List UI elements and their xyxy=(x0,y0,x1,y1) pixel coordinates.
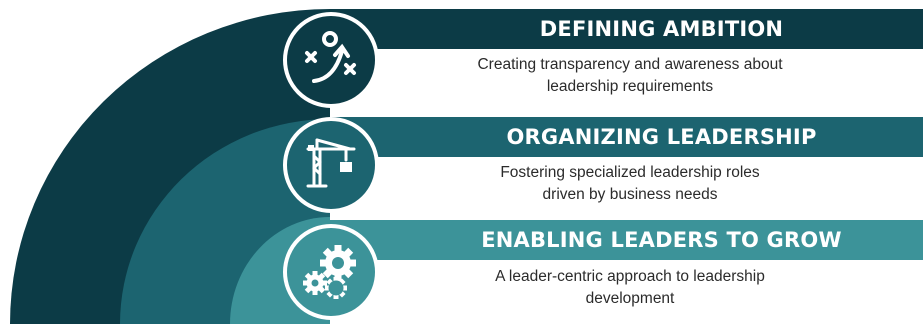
description-line: Fostering specialized leadership roles xyxy=(500,164,760,181)
circle-enabling-leaders xyxy=(283,224,379,320)
band-defining-ambition: DEFINING AMBITION xyxy=(330,9,923,49)
description-line: development xyxy=(585,290,675,307)
description-enabling-leaders: A leader-centric approach to leadership … xyxy=(400,266,860,310)
description-defining-ambition: Creating transparency and awareness abou… xyxy=(400,54,860,98)
description-line: leadership requirements xyxy=(546,78,714,95)
band-organizing-leadership: ORGANIZING LEADERSHIP xyxy=(330,117,923,157)
title-organizing-leadership: ORGANIZING LEADERSHIP xyxy=(506,125,817,149)
construction-crane-icon xyxy=(306,138,356,188)
title-defining-ambition: DEFINING AMBITION xyxy=(539,17,784,41)
circle-defining-ambition xyxy=(283,12,379,108)
description-organizing-leadership: Fostering specialized leadership roles d… xyxy=(400,162,860,206)
description-line: Creating transparency and awareness abou… xyxy=(477,56,783,73)
band-enabling-leaders: ENABLING LEADERS TO GROW xyxy=(330,220,923,260)
strategy-play-icon xyxy=(305,31,356,83)
gears-icon xyxy=(303,245,356,299)
description-line: A leader-centric approach to leadership xyxy=(495,268,765,285)
title-enabling-leaders: ENABLING LEADERS TO GROW xyxy=(481,228,842,252)
circle-organizing-leadership xyxy=(283,117,379,213)
description-line: driven by business needs xyxy=(542,186,718,203)
